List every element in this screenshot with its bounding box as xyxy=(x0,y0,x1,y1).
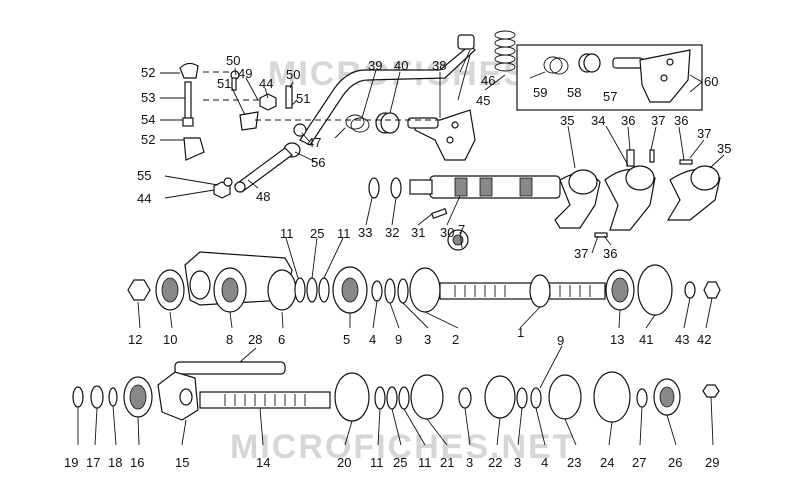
part-label: 53 xyxy=(141,90,155,105)
part-label: 24 xyxy=(600,455,614,470)
part-label: 7 xyxy=(458,222,465,237)
part-label: 50 xyxy=(226,53,240,68)
main-shaft-row xyxy=(127,229,721,316)
part-label: 52 xyxy=(141,65,155,80)
inset-box-60 xyxy=(516,44,703,111)
part-label: 27 xyxy=(632,455,646,470)
part-label: 38 xyxy=(432,58,446,73)
part-label: 3 xyxy=(466,455,473,470)
part-label: 59 xyxy=(533,85,547,100)
part-label: 54 xyxy=(141,112,155,127)
part-label: 8 xyxy=(226,332,233,347)
part-label: 48 xyxy=(256,189,270,204)
part-label: 35 xyxy=(717,141,731,156)
part-label: 33 xyxy=(358,225,372,240)
part-label: 30 xyxy=(440,225,454,240)
part-label: 15 xyxy=(175,455,189,470)
part-label: 16 xyxy=(130,455,144,470)
part-label: 51 xyxy=(217,76,231,91)
part-label: 5 xyxy=(343,332,350,347)
part-label: 4 xyxy=(541,455,548,470)
part-label: 45 xyxy=(476,93,490,108)
part-label: 34 xyxy=(591,113,605,128)
layshaft-row xyxy=(72,361,720,423)
part-label: 37 xyxy=(697,126,711,141)
part-label: 1 xyxy=(517,325,524,340)
part-label: 10 xyxy=(163,332,177,347)
part-label: 44 xyxy=(137,191,151,206)
part-label: 37 xyxy=(651,113,665,128)
part-label: 11 xyxy=(418,455,432,470)
part-label: 50 xyxy=(286,67,300,82)
part-label: 18 xyxy=(108,455,122,470)
watermark-bottom: MICROFICHES.NET xyxy=(230,428,575,466)
part-label: 47 xyxy=(307,135,321,150)
part-label: 22 xyxy=(488,455,502,470)
part-label: 26 xyxy=(668,455,682,470)
part-label: 43 xyxy=(675,332,689,347)
selector-drum-forks xyxy=(368,149,721,238)
part-label: 21 xyxy=(440,455,454,470)
part-label: 58 xyxy=(567,85,581,100)
part-label: 11 xyxy=(370,455,384,470)
part-label: 9 xyxy=(395,332,402,347)
part-label: 12 xyxy=(128,332,142,347)
part-label: 39 xyxy=(368,58,382,73)
part-label: 11 xyxy=(337,226,351,241)
part-label: 28 xyxy=(248,332,262,347)
part-label: 9 xyxy=(557,333,564,348)
part-label: 51 xyxy=(296,91,310,106)
part-label: 60 xyxy=(704,74,718,89)
part-label: 6 xyxy=(278,332,285,347)
part-label: 31 xyxy=(411,225,425,240)
part-label: 40 xyxy=(394,58,408,73)
part-label: 2 xyxy=(452,332,459,347)
part-label: 36 xyxy=(621,113,635,128)
part-label: 29 xyxy=(705,455,719,470)
part-label: 56 xyxy=(311,155,325,170)
part-label: 3 xyxy=(514,455,521,470)
leader-lines xyxy=(77,49,725,446)
part-label: 36 xyxy=(603,246,617,261)
part-label: 41 xyxy=(639,332,653,347)
part-label: 52 xyxy=(141,132,155,147)
part-label: 3 xyxy=(424,332,431,347)
part-label: 55 xyxy=(137,168,151,183)
part-label: 36 xyxy=(674,113,688,128)
part-label: 32 xyxy=(385,225,399,240)
part-label: 14 xyxy=(256,455,270,470)
part-label: 49 xyxy=(238,66,252,81)
part-label: 44 xyxy=(259,76,273,91)
part-label: 23 xyxy=(567,455,581,470)
part-label: 4 xyxy=(369,332,376,347)
part-label: 35 xyxy=(560,113,574,128)
part-label: 57 xyxy=(603,89,617,104)
part-label: 25 xyxy=(310,226,324,241)
part-label: 20 xyxy=(337,455,351,470)
part-label: 42 xyxy=(697,332,711,347)
part-label: 13 xyxy=(610,332,624,347)
part-label: 11 xyxy=(280,226,294,241)
part-label: 37 xyxy=(574,246,588,261)
part-label: 25 xyxy=(393,455,407,470)
part-label: 19 xyxy=(64,455,78,470)
part-number-labels: 1 2 3 3 3 4 4 5 6 7 8 9 9 10 11 11 11 11… xyxy=(64,53,731,470)
part-label: 17 xyxy=(86,455,100,470)
part-label: 46 xyxy=(481,73,495,88)
